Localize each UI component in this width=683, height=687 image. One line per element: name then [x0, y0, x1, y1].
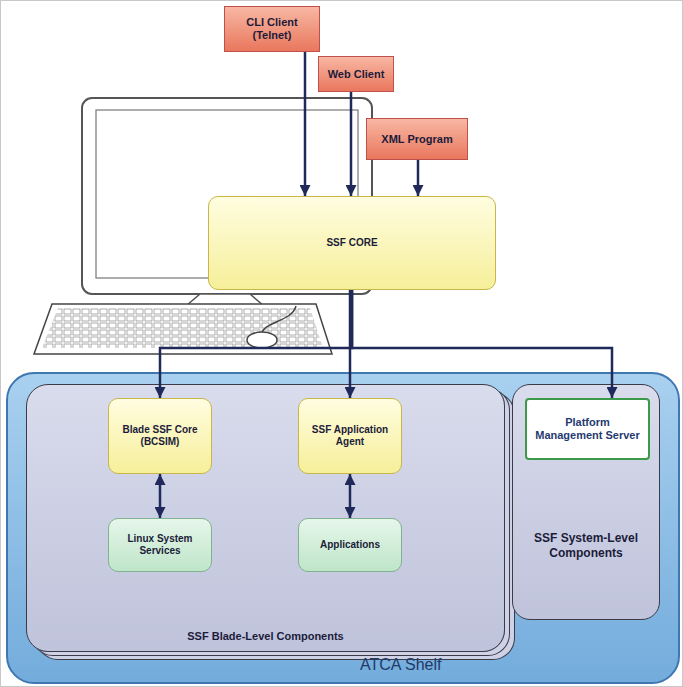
client-box: Web Client: [318, 56, 394, 92]
box-label: ATCA Shelf: [360, 655, 442, 674]
connector-arrow: [350, 92, 353, 196]
shelf-region: ATCA Shelf SSF Blade-Level Components Blad…: [6, 372, 680, 684]
keyboard: [34, 304, 332, 354]
client-box: CLI Client (Telnet): [224, 6, 320, 52]
component-box: SSF Application Agent: [298, 398, 402, 474]
blade-group: SSF Blade-Level Components Blade SSF Core…: [26, 384, 505, 652]
box-label: Applications: [320, 539, 380, 551]
mouse-cord: [262, 306, 296, 334]
service-box: Linux System Services: [108, 518, 212, 572]
box-label: SSF CORE: [326, 237, 377, 249]
box-label: Linux System Services: [117, 533, 203, 557]
box-label: SSF Application Agent: [307, 424, 393, 448]
box-label: XML Program: [381, 133, 452, 146]
service-box: Applications: [298, 518, 402, 572]
client-box: XML Program: [366, 118, 468, 160]
core-box: SSF CORE: [208, 196, 496, 290]
box-label: CLI Client (Telnet): [231, 16, 313, 42]
box-label: Blade SSF Core (BCSIM): [117, 424, 203, 448]
box-label: Web Client: [328, 68, 385, 81]
connector-arrow: [349, 290, 352, 398]
connector-arrow: [417, 160, 420, 196]
server-box: Platform Management Server: [525, 398, 650, 460]
component-box: Blade SSF Core (BCSIM): [108, 398, 212, 474]
connector-arrow: [304, 52, 307, 196]
connector-arrow: [349, 474, 352, 518]
box-label: SSF System-Level Components: [525, 531, 647, 561]
connector-arrow: [160, 290, 352, 398]
system-group: SSF System-Level Components Platform Mana…: [512, 384, 660, 620]
connector-arrow: [352, 290, 612, 398]
mouse: [247, 332, 277, 348]
box-label: Platform Management Server: [535, 416, 640, 442]
box-label: SSF Blade-Level Components: [187, 630, 343, 643]
keyboard-keys: [42, 308, 323, 348]
connector-arrow: [159, 474, 162, 518]
